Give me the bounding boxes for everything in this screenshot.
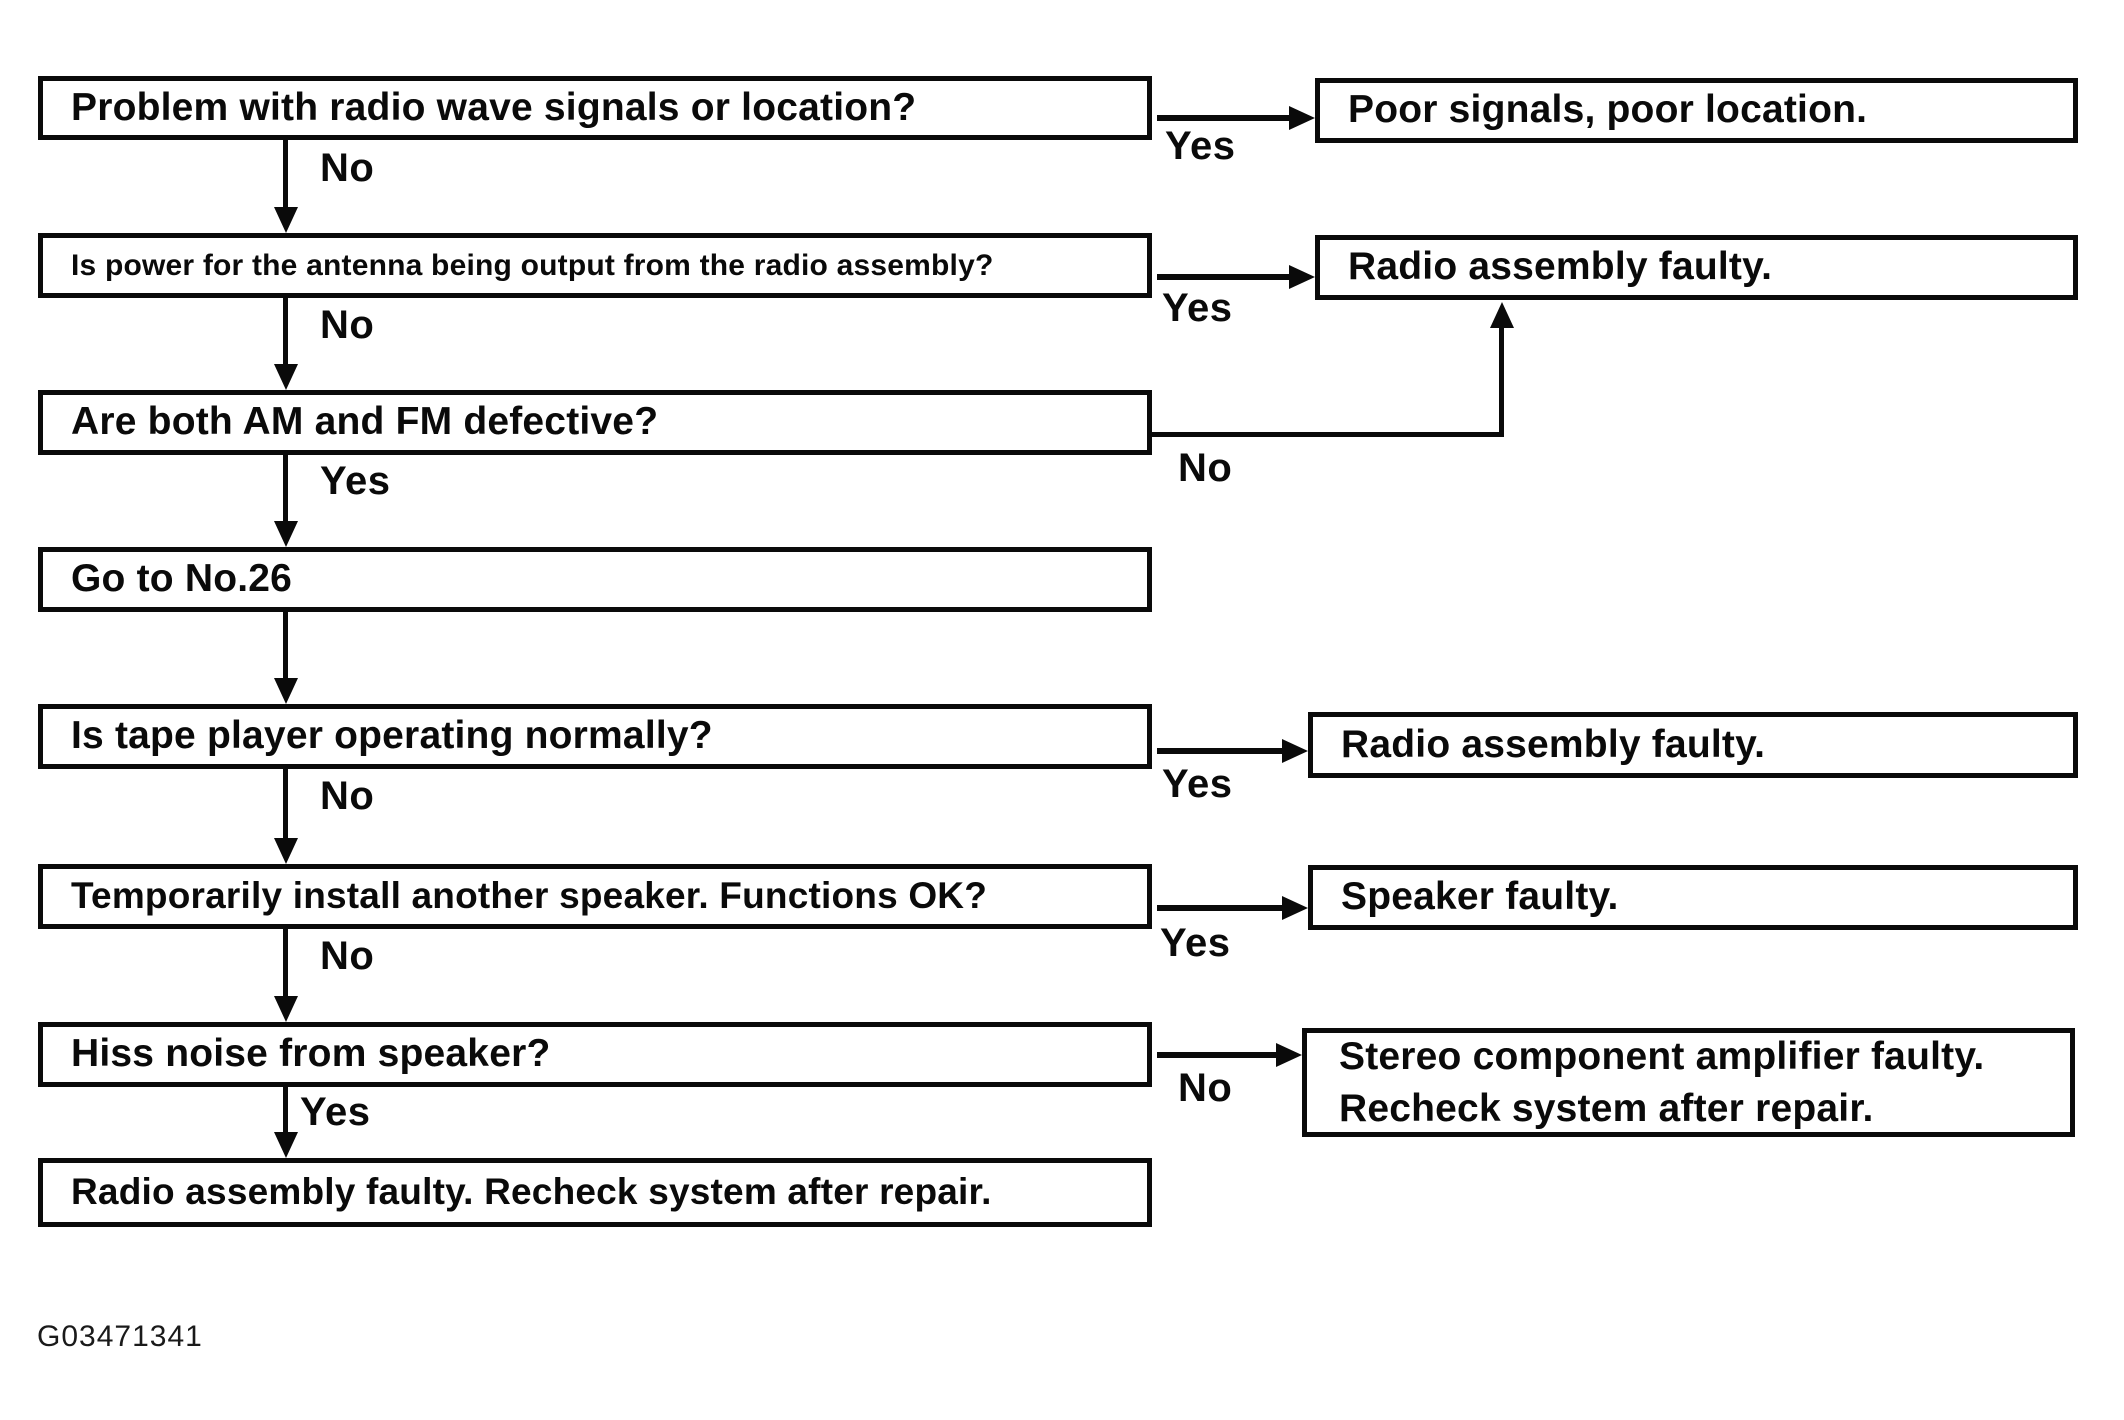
arrow-down-q1-q2 [283, 140, 288, 207]
node-radio-wave-problem: Problem with radio wave signals or locat… [38, 76, 1152, 140]
node-stereo-amplifier-faulty: Stereo component amplifier faulty. Reche… [1302, 1028, 2075, 1137]
node-antenna-power-output: Is power for the antenna being output fr… [38, 233, 1152, 298]
arrow-right-q6-r4 [1157, 905, 1282, 911]
arrow-down-q4-q5 [283, 612, 288, 678]
figure-id: G03471341 [37, 1320, 203, 1353]
arrow-down-q6-q7 [283, 929, 288, 996]
edge-label-q6-r4: Yes [1160, 921, 1231, 965]
edge-label-q3-r2: No [1178, 446, 1233, 490]
node-hiss-noise: Hiss noise from speaker? [38, 1022, 1152, 1087]
node-am-fm-defective: Are both AM and FM defective? [38, 390, 1152, 455]
edge-label-q1-q2: No [320, 146, 375, 190]
node-radio-assembly-faulty-1: Radio assembly faulty. [1315, 235, 2078, 300]
arrow-right-q2-r2 [1157, 274, 1289, 280]
node-radio-assembly-faulty-2: Radio assembly faulty. [1308, 712, 2078, 778]
edge-label-q5-r3: Yes [1162, 762, 1233, 806]
node-install-another-speaker: Temporarily install another speaker. Fun… [38, 864, 1152, 929]
arrow-right-q5-r3 [1157, 748, 1282, 754]
arrow-elbow-q3-r2-vertical [1499, 328, 1504, 437]
arrow-down-q5-q6 [283, 769, 288, 838]
arrow-right-q1-r1 [1157, 115, 1289, 121]
arrow-elbow-q3-r2-horizontal [1152, 432, 1503, 437]
arrow-right-q7-r5 [1157, 1052, 1276, 1058]
edge-label-q6-q7: No [320, 934, 375, 978]
edge-label-q3-q4: Yes [320, 459, 391, 503]
arrow-down-q2-q3 [283, 298, 288, 364]
edge-label-q7-q8: Yes [300, 1090, 371, 1134]
node-poor-signals-location: Poor signals, poor location. [1315, 78, 2078, 143]
arrow-down-q3-q4 [283, 455, 288, 521]
edge-label-q5-q6: No [320, 774, 375, 818]
edge-label-q2-r2: Yes [1162, 286, 1233, 330]
arrow-down-q7-q8 [283, 1087, 288, 1132]
edge-label-q1-r1: Yes [1165, 124, 1236, 168]
node-speaker-faulty: Speaker faulty. [1308, 865, 2078, 930]
edge-label-q2-q3: No [320, 303, 375, 347]
node-go-to-no26: Go to No.26 [38, 547, 1152, 612]
node-radio-assembly-faulty-recheck: Radio assembly faulty. Recheck system af… [38, 1158, 1152, 1227]
edge-label-q7-r5: No [1178, 1066, 1233, 1110]
node-tape-player-operating: Is tape player operating normally? [38, 704, 1152, 769]
